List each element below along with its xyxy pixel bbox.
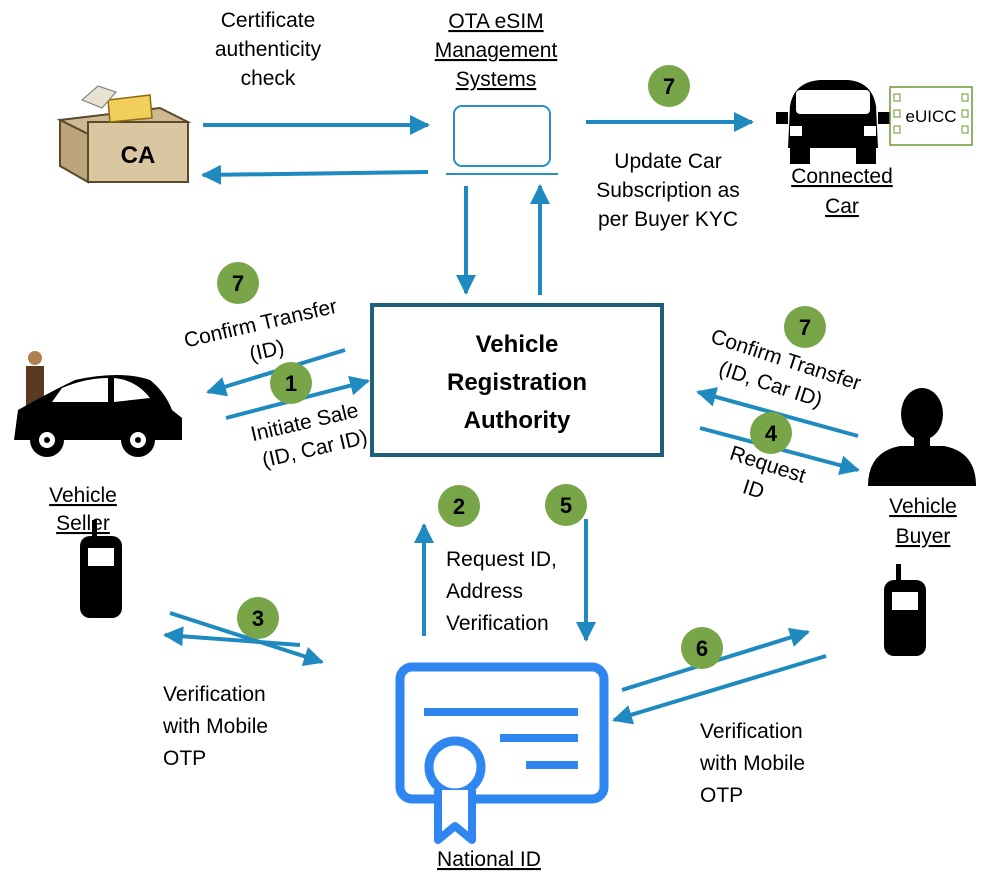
confirm-seller-label: Confirm Transfer (ID) (182, 295, 340, 366)
connected-car-label: Connected Car (791, 165, 893, 218)
verif-seller-line3: OTP (163, 747, 206, 770)
step-number: 2 (453, 494, 465, 519)
confirm-seller-line2: (ID) (247, 336, 286, 366)
step-badge-nid-vra: 5 (545, 484, 587, 526)
seller-label: Vehicle Seller (49, 484, 117, 535)
step-number: 5 (560, 493, 572, 518)
step-badge-ota-car: 7 (648, 65, 690, 107)
update-car-line1: Update Car (614, 150, 721, 173)
step-number: 6 (696, 636, 708, 661)
step-number: 7 (663, 74, 675, 99)
seller-phone-icon (80, 520, 122, 618)
verif-buyer-line3: OTP (700, 784, 743, 807)
verif-buyer-line2: with Mobile (699, 752, 805, 775)
seller-label-line1: Vehicle (49, 484, 117, 507)
ota-label-line2: Management (435, 39, 558, 62)
ca-label: CA (121, 142, 156, 169)
euicc-label: eUICC (905, 107, 956, 126)
ca-desk-icon: CA (56, 85, 192, 184)
initiate-sale-label: Initiate Sale (ID, Car ID) (249, 399, 370, 472)
national-id-icon (395, 662, 609, 844)
verif-buyer-label: Verification with Mobile OTP (699, 720, 805, 807)
step-badges: 7 7 1 7 4 2 5 3 (217, 65, 826, 669)
arrow-seller-to-nid (169, 611, 324, 666)
step-badge-vra-nid: 2 (438, 485, 480, 527)
verif-seller-label: Verification with Mobile OTP (162, 683, 268, 770)
buyer-label: Vehicle Buyer (889, 495, 957, 548)
euicc-chip-icon: eUICC (889, 86, 973, 146)
step-number: 3 (252, 606, 264, 631)
ota-label-line3: Systems (456, 68, 537, 91)
cert-check-line3: check (241, 67, 296, 90)
buyer-label-line2: Buyer (896, 525, 951, 548)
step-badge-request: 4 (750, 412, 792, 454)
confirm-buyer-label: Confirm Transfer (ID, Car ID) (708, 325, 864, 412)
connected-car-label-line2: Car (825, 195, 859, 218)
request-addr-line1: Request ID, (446, 548, 557, 571)
step-number: 7 (232, 271, 244, 296)
connected-car-label-line1: Connected (791, 165, 893, 188)
step-badge-confirm-seller: 7 (217, 262, 259, 304)
request-addr-label: Request ID, Address Verification (446, 548, 557, 635)
vra-box: Vehicle Registration Authority (370, 303, 664, 457)
cert-check-line1: Certificate (221, 9, 316, 32)
buyer-label-line1: Vehicle (889, 495, 957, 518)
request-addr-line2: Address (446, 580, 523, 603)
verif-seller-line2: with Mobile (162, 715, 268, 738)
cert-check-label: Certificate authenticity check (215, 9, 322, 90)
update-car-line3: per Buyer KYC (598, 208, 738, 231)
verif-seller-line1: Verification (163, 683, 266, 706)
buyer-phone-icon (884, 564, 926, 656)
verif-buyer-line1: Verification (700, 720, 803, 743)
step-badge-buyer-otp: 6 (681, 627, 723, 669)
step-number: 7 (799, 315, 811, 340)
laptop-icon (446, 105, 558, 175)
request-id-line2: ID (740, 475, 767, 503)
seller-car-icon (14, 375, 182, 457)
national-id-label: National ID (437, 848, 541, 871)
step-badge-initiate: 1 (270, 362, 312, 404)
step-number: 1 (285, 371, 297, 396)
arrow-buyer-to-nid (612, 654, 827, 725)
ota-label-line1: OTA eSIM (448, 10, 543, 33)
update-car-label: Update Car Subscription as per Buyer KYC (596, 150, 740, 231)
request-addr-line3: Verification (446, 612, 549, 635)
cert-check-line2: authenticity (215, 38, 322, 61)
buyer-person-icon (868, 388, 976, 486)
seller-label-line2: Seller (56, 512, 110, 535)
step-badge-seller-otp: 3 (237, 597, 279, 639)
vra-title-line1: Vehicle (476, 331, 559, 358)
ota-label: OTA eSIM Management Systems (435, 10, 558, 91)
arrow-nid-to-seller (163, 626, 301, 647)
step-number: 4 (765, 421, 778, 446)
vra-title-line3: Authority (464, 407, 571, 434)
step-badge-confirm-buyer: 7 (784, 306, 826, 348)
connected-car-icon (776, 80, 890, 164)
vra-title-line2: Registration (447, 369, 587, 396)
update-car-line2: Subscription as (596, 179, 740, 202)
arrow-ota-to-ca (201, 164, 429, 185)
